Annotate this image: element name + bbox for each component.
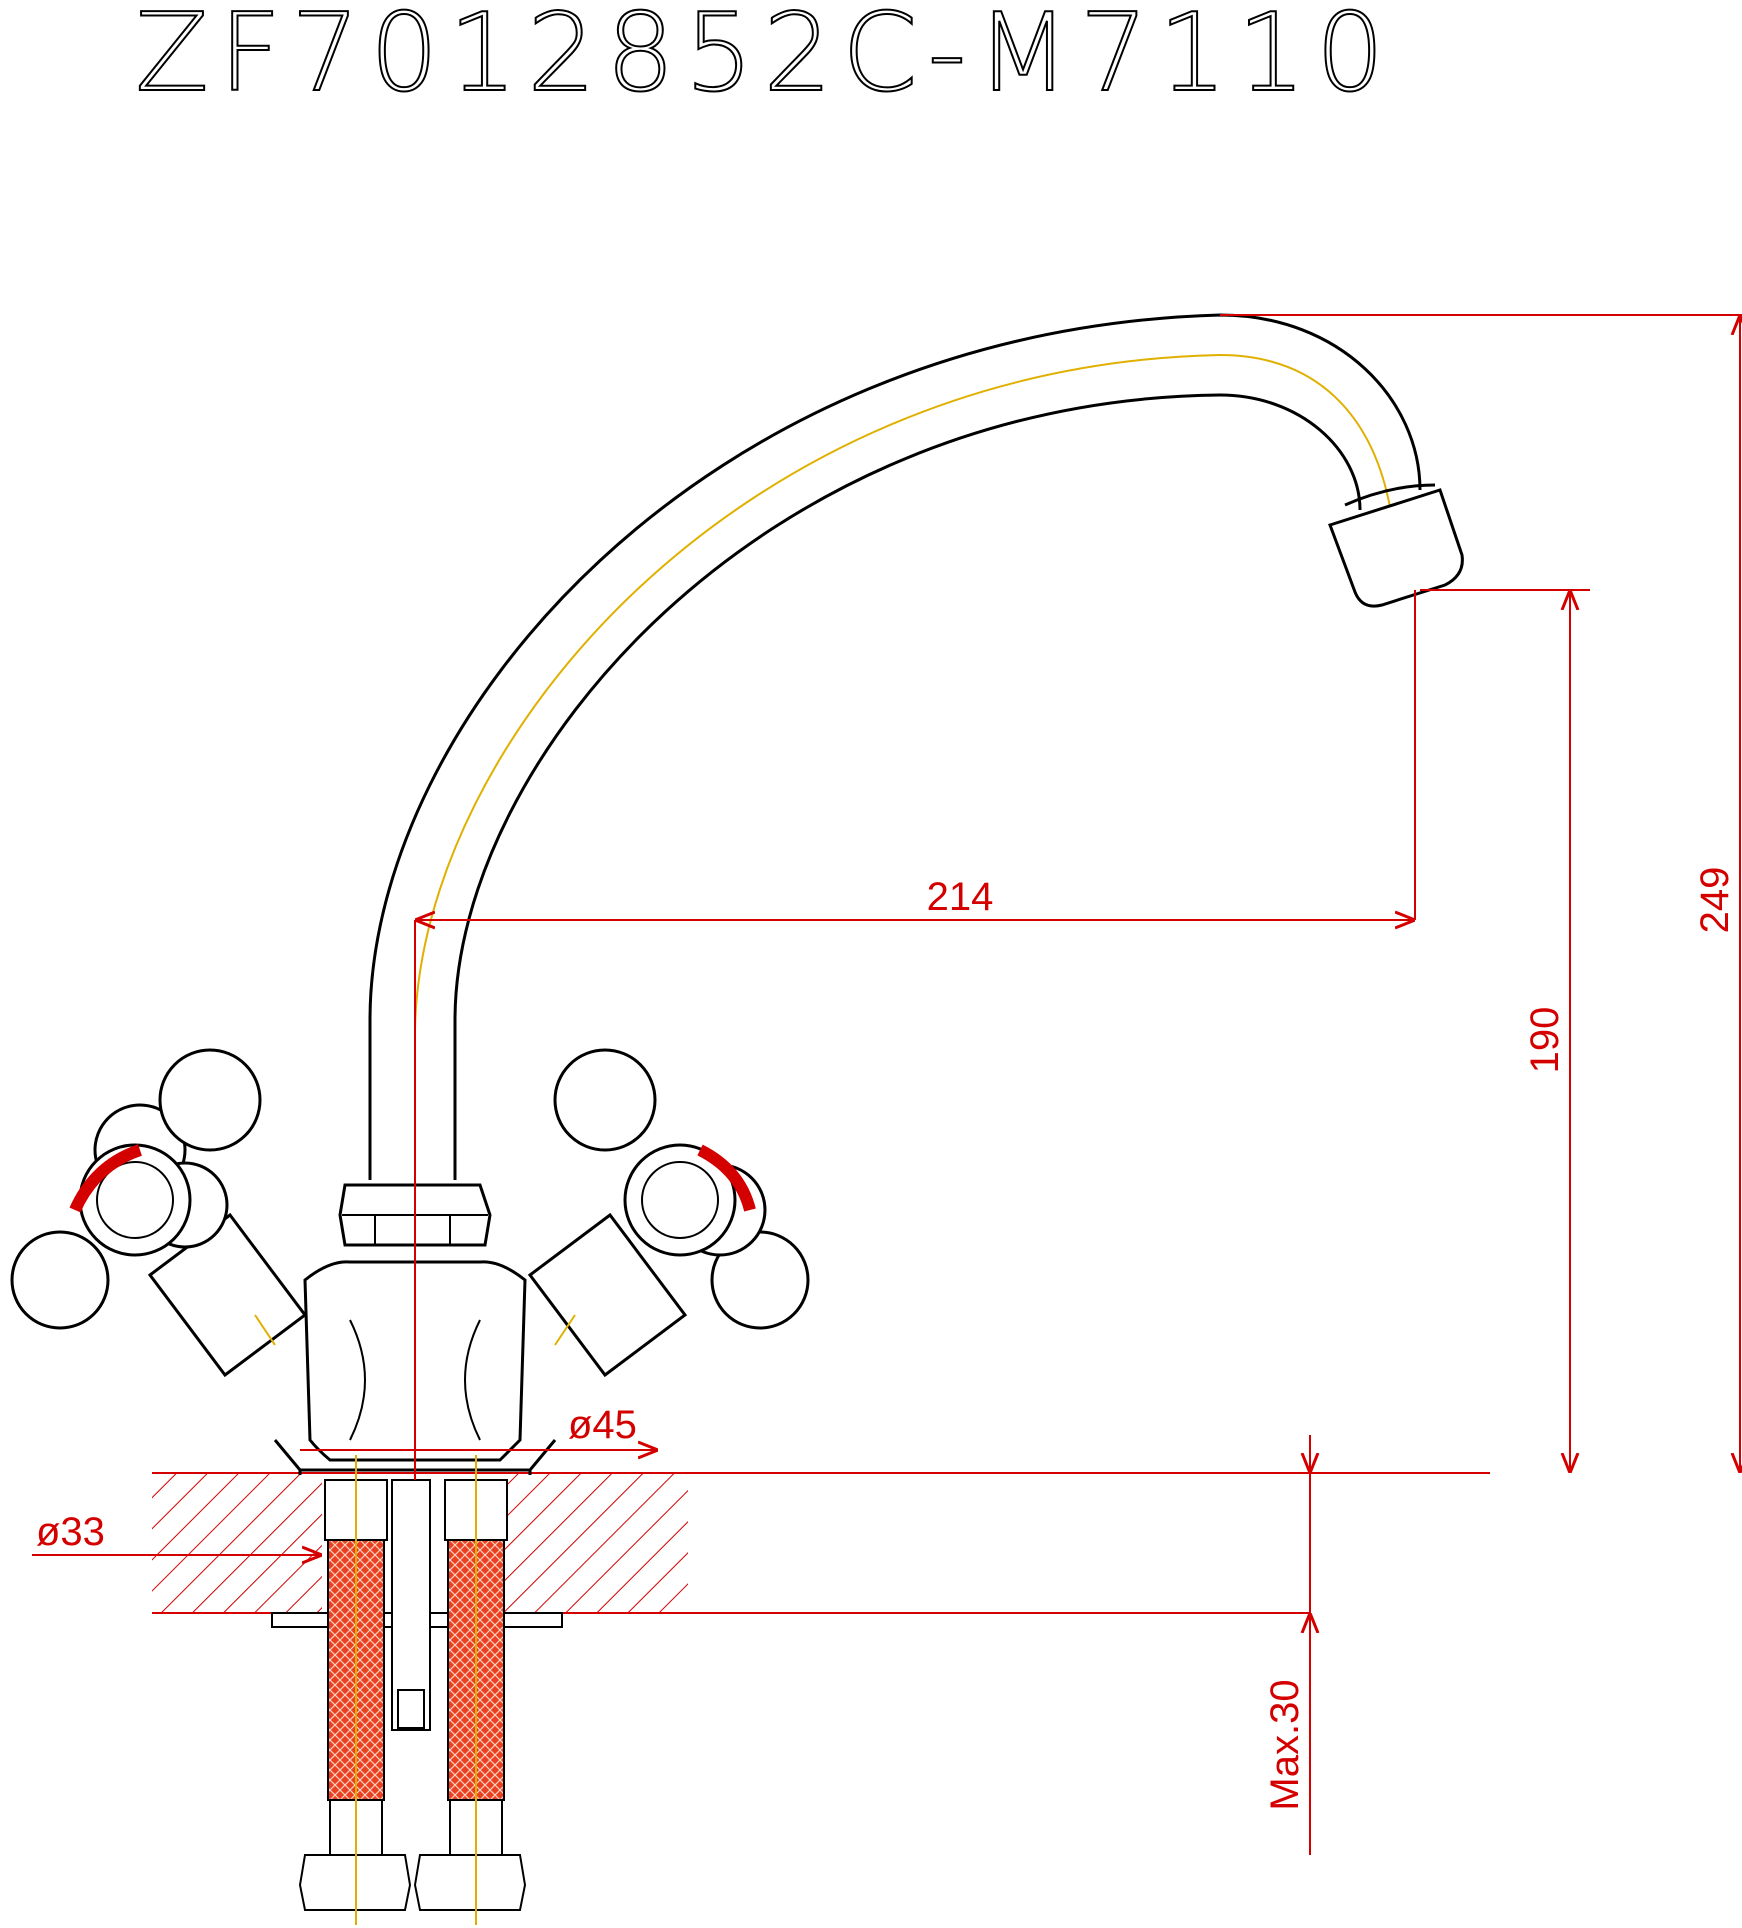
dim-base-diameter: ø45 <box>568 1403 637 1447</box>
dimension-lines <box>32 314 1742 1855</box>
dim-spout-reach: 214 <box>927 875 994 919</box>
aerator <box>1328 488 1464 608</box>
mounting-hardware <box>271 1455 563 1925</box>
dim-hole-diameter: ø33 <box>36 1510 105 1554</box>
left-handle <box>10 1048 308 1378</box>
dim-total-height: 249 <box>1693 867 1737 934</box>
spout <box>368 313 1464 1180</box>
model-title: ZF7012852C-M7110 <box>135 0 1395 116</box>
dim-outlet-height: 190 <box>1523 1007 1567 1074</box>
dim-max-thickness: Max.30 <box>1263 1679 1307 1810</box>
right-handle <box>527 1048 810 1378</box>
